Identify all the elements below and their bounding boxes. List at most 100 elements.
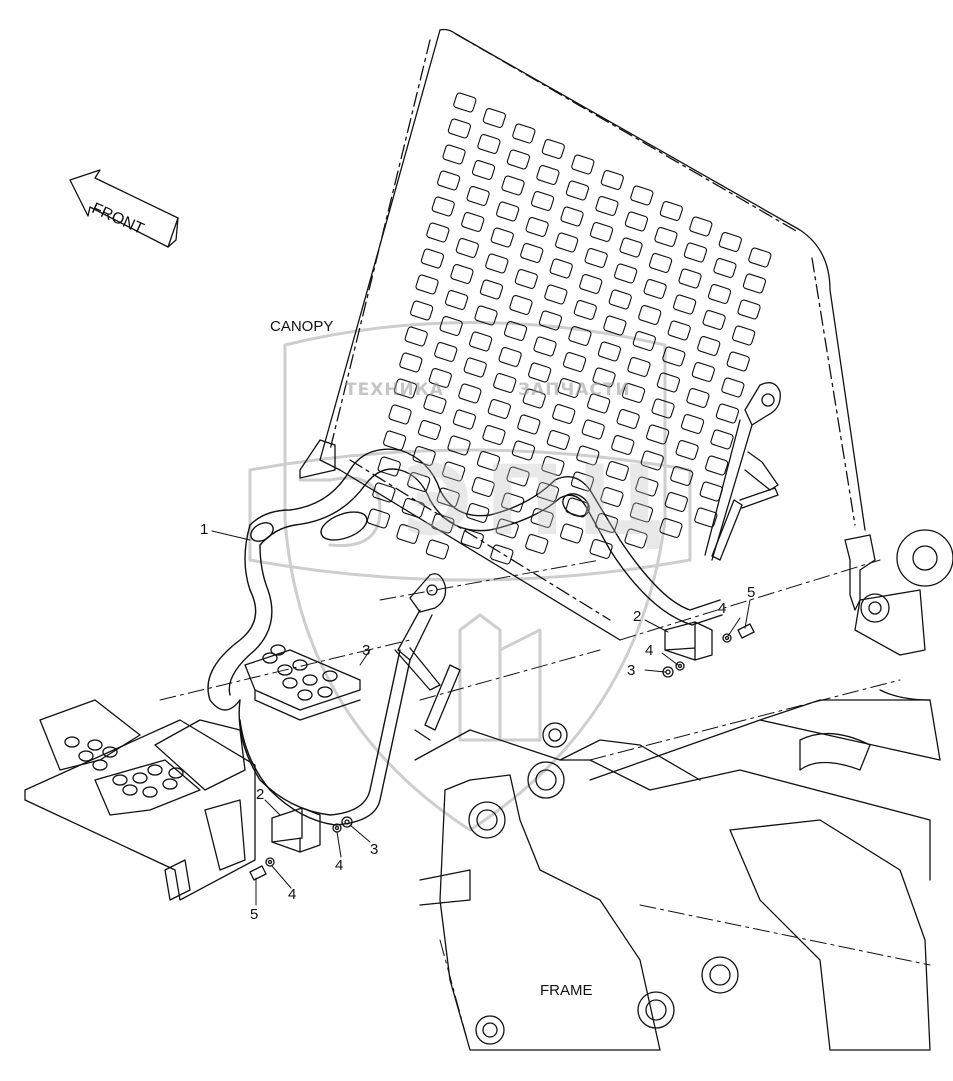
pedal-hole [162,778,178,790]
pedal-hole [122,784,138,796]
grille-slot [715,403,740,424]
grille-slot [453,92,477,113]
grille-slot [431,513,455,534]
leader-lines [211,530,751,906]
grille-slot [439,315,463,336]
pedal-hole [92,759,108,771]
grille-slot [388,404,412,425]
grille-slot [546,429,570,450]
grille-slot [648,252,673,273]
grille-slot [509,294,533,315]
grille-slot [520,242,544,263]
callout-2-lower: 2 [256,786,265,803]
grille-slot [579,273,603,294]
grille-slot [584,247,608,268]
callout-4-lower-a: 4 [335,857,344,874]
callout-4-upper-b: 4 [718,600,727,617]
grille-slot [552,403,576,424]
grille-slot [401,497,425,518]
grille-slot [536,164,560,185]
grille-slot [589,221,614,242]
frame-label: FRAME [540,982,593,999]
grille-slot [517,414,541,435]
callout-5-upper: 5 [747,584,756,601]
grille-slot [425,539,450,560]
grille-slot [710,429,734,450]
grille-slot [541,138,565,159]
pedal-hole [78,750,94,762]
pedal-hole [322,670,338,682]
grille-slot [407,471,431,492]
grille-slot [581,419,605,440]
pedal-hole [297,689,313,701]
grille-slot [522,388,546,409]
hardware-upper [662,623,755,678]
grille-slot [485,253,509,274]
gas-strut-left [394,573,461,741]
grille-slot [452,409,477,430]
frame-bosses [468,722,739,1045]
grille-slot [592,367,616,388]
seat-pedal-center [244,649,361,721]
grille-slot [511,440,536,461]
grille-slot [689,216,713,237]
pedal-hole [87,739,103,751]
grille-slot [506,149,531,170]
grille-slot [474,305,498,326]
grille-slot [482,424,506,445]
grille-slot [638,304,662,325]
grille-slot [571,154,595,175]
grille-slot [594,512,619,533]
grille-slot [611,434,635,455]
grille-slot [614,263,638,284]
grille-slot [533,336,557,357]
grille-slot [721,377,745,398]
grille-slot [678,268,702,289]
grille-slot [444,289,469,310]
grille-slot [732,325,756,346]
grille-slot [608,289,632,310]
grille-slot [525,533,549,554]
grille-slot [434,341,458,362]
grille-slot [621,382,646,403]
grille-slot [498,346,522,367]
grille-slot [512,123,536,144]
grille-slot [377,456,401,477]
grille-slot [399,352,423,373]
grille-slot [528,362,552,383]
grille-slot [659,200,683,221]
grille-slot [469,331,493,352]
grille-slot [654,226,678,247]
pedal-hole [302,674,318,686]
pedal-hole [317,686,333,698]
grille-slot [458,383,482,404]
grille-slot [643,278,667,299]
grille-slot [675,439,699,460]
watermark-right-text: ЗАПЧАСТИ [518,380,631,400]
grille-slot [477,133,501,154]
grille-slot [680,413,705,434]
grille-slot [619,237,643,258]
grille-slot [383,430,407,451]
grille-slot [635,476,659,497]
grab-handle-bar [207,448,723,826]
grille-slot [495,518,519,539]
grille-slot [726,351,750,372]
front-arrow-icon [69,169,179,248]
grille-slot [479,279,504,300]
grille-slot [691,361,715,382]
grille-slot [707,283,732,304]
grille-slot [605,460,629,481]
frame-structure [414,689,941,1051]
grille-slot [544,284,568,305]
callout-5-lower: 5 [250,906,259,923]
grille-slot [686,387,710,408]
grille-slot [447,118,472,139]
grille-slot [697,335,721,356]
callout-2-upper: 2 [633,608,642,625]
grille-slot [466,502,490,523]
grille-slot [600,486,624,507]
grille-slot [656,372,681,393]
grille-slot [673,294,697,315]
